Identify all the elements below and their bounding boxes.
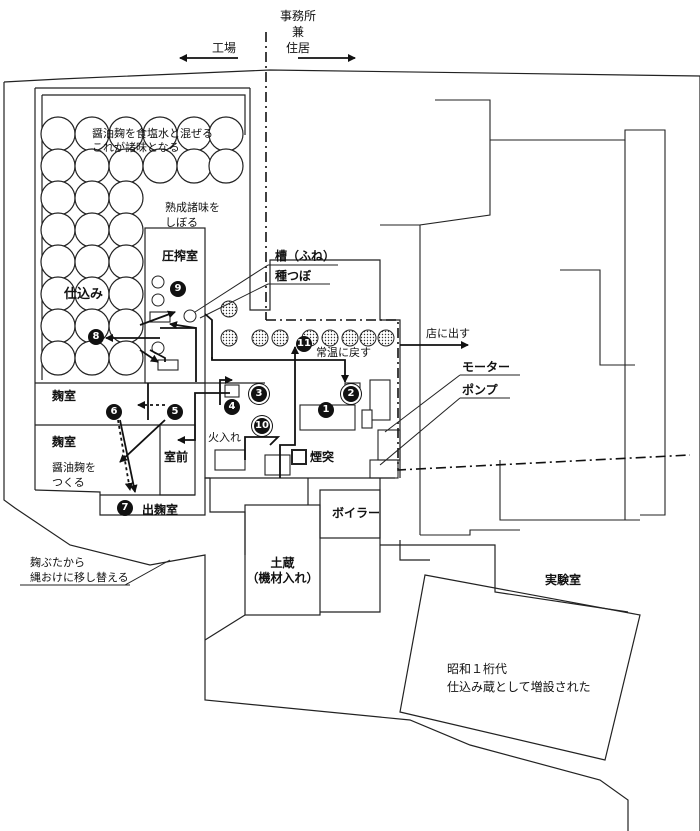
step-badge-2: 2 <box>343 386 359 402</box>
step-badge-7: 7 <box>117 500 133 516</box>
note-koji-2: つくる <box>52 476 85 489</box>
label-fire: 火入れ <box>208 431 241 444</box>
label-storehouse-2: （機材入れ） <box>246 571 319 585</box>
note-mix-1: 醤油麹を食塩水と混ぜる <box>92 127 213 140</box>
label-muro-mae: 室前 <box>164 450 189 464</box>
hatched-tanks <box>220 300 395 469</box>
note-koji-1: 醤油麹を <box>52 461 96 474</box>
label-pump: ポンプ <box>462 383 498 397</box>
label-koji-room-2: 麹室 <box>52 435 77 449</box>
label-office-2: 兼 <box>291 25 304 39</box>
step-badge-8: 8 <box>88 329 104 345</box>
label-pot: 種つぼ <box>275 269 312 283</box>
lower-buildings <box>204 478 641 761</box>
step-badge-9: 9 <box>170 281 186 297</box>
site-boundary <box>3 69 700 831</box>
step-badge-4: 4 <box>224 399 240 415</box>
label-motor: モーター <box>462 360 511 374</box>
tank-grid <box>40 116 244 376</box>
note-mix-2: これが諸味となる <box>92 141 180 154</box>
label-lab: 実験室 <box>545 573 582 587</box>
label-storehouse-1: 土蔵 <box>270 556 295 570</box>
label-chimney: 煙突 <box>310 450 335 464</box>
right-buildings <box>369 99 666 536</box>
step-badge-6: 6 <box>106 404 122 420</box>
label-office-3: 住居 <box>285 41 310 55</box>
step-badge-3: 3 <box>251 386 267 402</box>
step-badge-5: 5 <box>167 404 183 420</box>
label-factory: 工場 <box>212 41 237 55</box>
label-koji-room-1: 麹室 <box>52 389 77 403</box>
label-office-1: 事務所 <box>279 9 316 23</box>
factory-building <box>34 87 401 516</box>
note-showa-1: 昭和１桁代 <box>447 662 508 676</box>
step-badge-1: 1 <box>318 402 334 418</box>
label-room-temp: 常温に戻す <box>316 346 371 359</box>
label-press-room: 圧搾室 <box>162 249 199 263</box>
label-shutsu-koji: 出麹室 <box>142 503 179 517</box>
boundary-lines <box>265 32 691 471</box>
note-transfer-2: 縄おけに移し替える <box>30 571 129 584</box>
label-to-store: 店に出す <box>426 327 470 340</box>
flow-arrows <box>105 54 469 493</box>
press-room-vessels <box>151 275 197 355</box>
site-boundary-lower <box>3 82 629 831</box>
label-shikomi: 仕込み <box>64 287 104 302</box>
note-transfer-1: 麹ぶたから <box>30 556 85 569</box>
label-boiler: ボイラー <box>332 506 381 520</box>
note-showa-2: 仕込み蔵として増設された <box>447 680 591 694</box>
note-squeeze-1: 熟成諸味を <box>165 201 220 214</box>
step-badge-11: 11 <box>296 336 312 352</box>
label-tank: 槽（ふね） <box>275 249 336 263</box>
leader-lines <box>20 264 520 586</box>
step-badge-10: 10 <box>254 418 270 434</box>
note-squeeze-2: しぼる <box>165 216 198 229</box>
